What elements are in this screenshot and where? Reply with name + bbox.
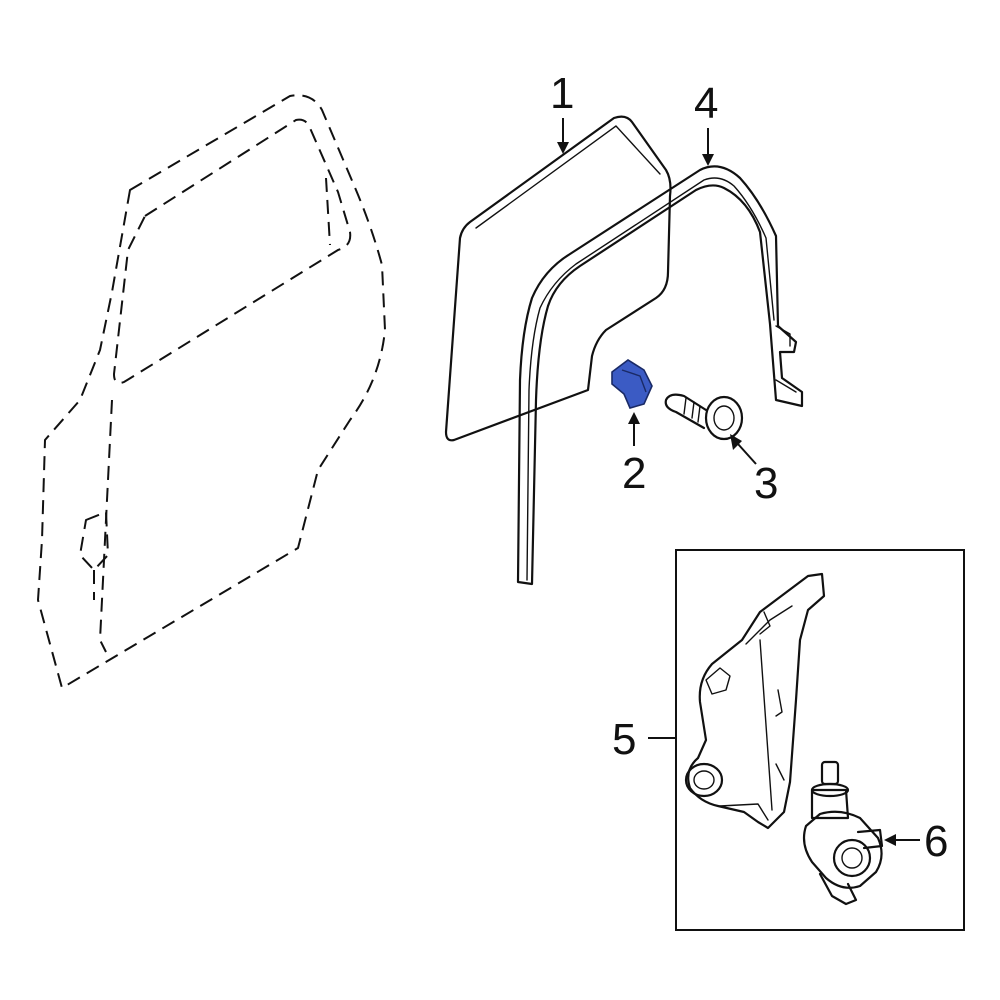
- regulator-motor: [802, 760, 884, 906]
- callout-4: 4: [694, 79, 718, 128]
- callout-1: 1: [550, 69, 574, 118]
- callout-5: 5: [612, 715, 636, 764]
- clip-part-highlighted: [611, 359, 653, 409]
- push-pin-fastener: [664, 393, 744, 441]
- door-shell-outline: [37, 94, 386, 689]
- door-glass: [444, 115, 672, 442]
- window-regulator: [684, 572, 826, 830]
- callout-2: 2: [622, 449, 646, 498]
- regulator-inset-frame: [675, 549, 965, 931]
- callout-3: 3: [754, 459, 778, 508]
- leader-lines: [557, 118, 920, 846]
- glass-run-channel: [516, 165, 804, 586]
- callout-6: 6: [924, 817, 948, 866]
